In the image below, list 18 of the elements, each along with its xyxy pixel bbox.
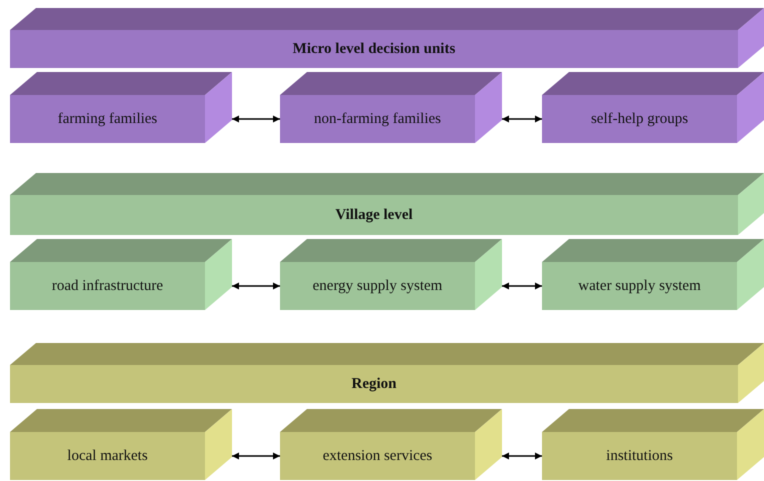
band-title: Village level xyxy=(335,206,413,224)
band-title: Region xyxy=(352,374,396,394)
double-arrow xyxy=(502,452,542,460)
block-label: farming families xyxy=(58,110,158,128)
block-label: road infrastructure xyxy=(52,276,164,296)
block-label: extension services xyxy=(322,446,432,466)
block-label: self-help groups xyxy=(590,110,688,128)
double-arrow xyxy=(232,115,280,123)
band-title: Micro level decision units xyxy=(292,40,456,58)
block-label: energy supply system xyxy=(312,276,442,296)
block-label: local markets xyxy=(67,446,148,466)
double-arrow xyxy=(232,452,280,460)
double-arrow xyxy=(232,282,280,290)
block-label: non-farming families xyxy=(314,110,442,128)
double-arrow xyxy=(502,282,542,290)
double-arrow xyxy=(502,115,542,123)
block-label: water supply system xyxy=(578,276,701,296)
block-label: institutions xyxy=(606,446,673,466)
